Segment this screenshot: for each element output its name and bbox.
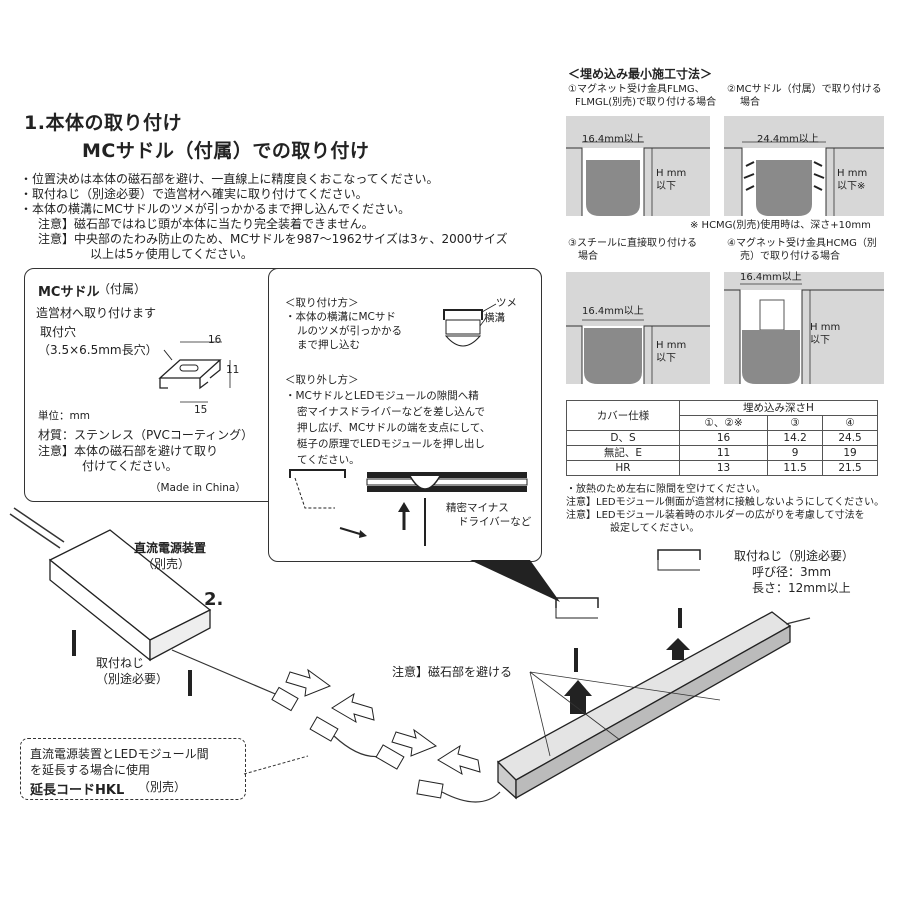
col-spec: カバー仕様	[566, 400, 680, 431]
install-line-1: ・本体の横溝にMCサド	[285, 311, 396, 323]
bullet-1: ・位置決めは本体の磁石部を避け、一直線上に精度良くおこなってください。	[20, 172, 439, 186]
dim-16: 16	[208, 334, 222, 346]
bullet-3: ・本体の横溝にMCサドルのツメが引っかかるまで押し込んでください。	[20, 202, 411, 216]
d4-h-2: 以下	[810, 335, 830, 346]
d4-title-2: 売）で取り付ける場合	[740, 251, 840, 262]
d3-diagram	[566, 319, 710, 384]
screw-right-size: 呼び径：3mm	[752, 565, 832, 579]
col-depth: 埋め込み深さH	[679, 400, 878, 416]
saddle-title-suffix: （付属）	[98, 282, 147, 296]
d3-width: 16.4mm以上	[582, 306, 644, 317]
table-note-4: 設定してください。	[610, 523, 700, 534]
table-note-1: ・放熱のため左右に隙間を空けてください。	[566, 484, 766, 495]
d2-diagram	[724, 141, 884, 216]
table-note-2: 注意】LEDモジュール側面が造営材に接触しないようにしてください。	[566, 497, 885, 508]
d4-diagram	[724, 283, 884, 384]
label-mizo: 横溝	[484, 312, 505, 324]
install-diagram	[443, 303, 497, 347]
table-note-3: 注意】LEDモジュール装着時のホルダーの広がりを考慮して寸法を	[566, 510, 865, 521]
d1-title-2: FLMGL(別売)で取り付ける場合	[575, 97, 717, 108]
psu-label: 直流電源装置	[134, 541, 207, 555]
screw-right-len: 長さ：12mm以上	[752, 581, 851, 595]
dim-11: 11	[226, 364, 240, 376]
embed-title: ＜埋め込み最小施工寸法＞	[568, 67, 713, 81]
screw-right-label: 取付ねじ（別途必要）	[734, 549, 855, 563]
driver-label-1: 精密マイナス	[446, 502, 509, 514]
sub-header-1: ①、②※	[678, 415, 769, 431]
removal-line-4: 梃子の原理でLEDモジュールを押し出し	[297, 438, 485, 450]
d3-title-1: ③スチールに直接取り付ける	[568, 238, 697, 249]
hole-size: （3.5×6.5mm長穴）	[38, 343, 158, 357]
section-subtitle: MCサドル（付属）での取り付け	[82, 140, 370, 162]
sub-header-3: ④	[822, 415, 878, 431]
install-line-3: まで押し込む	[297, 339, 360, 351]
ext-name: 延長コードHKL	[30, 783, 125, 798]
bottom-illustration	[9, 507, 811, 803]
screw-label: 取付ねじ	[96, 656, 145, 670]
d2-width: 24.4mm以上	[757, 134, 819, 145]
sub-header-2: ③	[767, 415, 824, 431]
table-row: 無記、E 11 9 19	[566, 445, 878, 461]
hole-label: 取付穴	[40, 325, 77, 339]
d4-width: 16.4mm以上	[740, 272, 802, 283]
d3-h-2: 以下	[656, 353, 676, 364]
screw-sub: （別途必要）	[96, 672, 169, 686]
driver-label-2: ドライバーなど	[458, 516, 532, 528]
ext-sub: （別売）	[138, 780, 187, 794]
d3-title-2: 場合	[578, 251, 598, 262]
magnet-note: 注意】磁石部を避ける	[392, 665, 513, 679]
ext-line-2: を延長する場合に使用	[30, 763, 151, 777]
note-3: 以上は5ヶ使用してください。	[90, 247, 253, 261]
d1-diagram	[566, 141, 710, 216]
d2-title-2: 場合	[740, 97, 760, 108]
d1-width: 16.4mm以上	[582, 134, 644, 145]
label-tsume: ツメ	[496, 297, 517, 309]
bullet-2: ・取付ねじ（別途必要）で造営材へ確実に取り付けてください。	[20, 187, 368, 201]
unit-label: 単位：mm	[38, 410, 90, 422]
d1-title-1: ①マグネット受け金具FLMG、	[568, 84, 705, 95]
depth-table: カバー仕様 埋め込み深さH ①、②※ ③ ④ D、S 16 14.2 24.5 …	[566, 400, 878, 476]
d1-h-1: H mm	[656, 168, 687, 179]
saddle-title: MCサドル	[38, 285, 100, 300]
d3-h-1: H mm	[656, 340, 687, 351]
table-row: HR 13 11.5 21.5	[566, 460, 878, 476]
d2-h-2: 以下※	[837, 181, 866, 192]
removal-line-5: てください。	[297, 454, 360, 466]
removal-diagram	[289, 469, 528, 546]
psu-sub: （別売）	[142, 557, 191, 571]
d1-h-2: 以下	[656, 181, 676, 192]
table-row: D、S 16 14.2 24.5	[566, 430, 878, 446]
step-2: 2.	[204, 589, 224, 610]
install-title: ＜取り付け方＞	[285, 297, 359, 309]
saddle-subtitle: 造営材へ取り付けます	[36, 306, 157, 320]
note-2: 注意】中央部のたわみ防止のため、MCサドルを987～1962サイズは3ヶ、200…	[38, 232, 508, 246]
removal-line-1: ・MCサドルとLEDモジュールの隙間へ精	[285, 390, 479, 402]
d2-title-1: ②MCサドル（付属）で取り付ける	[727, 84, 882, 95]
d2-note: ※ HCMG(別売)使用時は、深さ+10mm	[690, 220, 871, 231]
removal-line-3: 押し広げ、MCサドルの端を支点にして、	[297, 422, 491, 434]
saddle-drawing	[158, 341, 231, 403]
material: 材質：ステンレス（PVCコーティング）	[38, 428, 254, 442]
saddle-note-2: 付けてください。	[82, 459, 178, 473]
removal-title: ＜取り外し方＞	[285, 374, 359, 386]
made-in: （Made in China）	[150, 482, 246, 494]
section-title: 1.本体の取り付け	[24, 112, 182, 134]
d2-h-1: H mm	[837, 168, 868, 179]
extension-box	[20, 738, 246, 800]
note-1: 注意】磁石部ではねじ頭が本体に当たり完全装着できません。	[38, 217, 374, 231]
d4-h-1: H mm	[810, 322, 841, 333]
ext-line-1: 直流電源装置とLEDモジュール間	[30, 747, 209, 761]
dim-15: 15	[194, 404, 208, 416]
callout-pointer	[470, 560, 560, 602]
saddle-note-1: 注意】本体の磁石部を避けて取り	[38, 444, 219, 458]
removal-line-2: 密マイナスドライバーなどを差し込んで	[297, 406, 486, 418]
d4-title-1: ④マグネット受け金具HCMG（別	[727, 238, 877, 249]
install-line-2: ルのツメが引っかかる	[297, 325, 402, 337]
